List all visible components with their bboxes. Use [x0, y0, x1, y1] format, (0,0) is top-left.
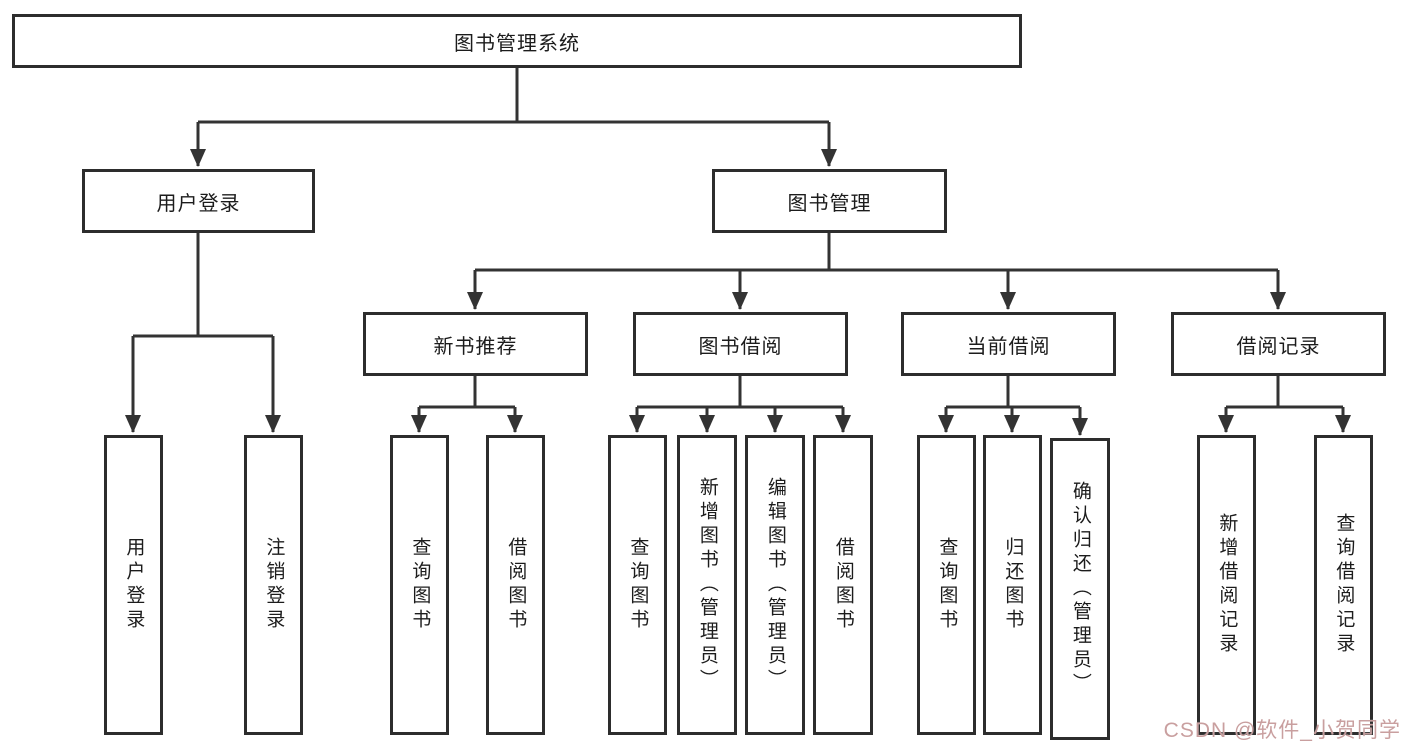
leaf-label: 查询图书: [409, 537, 431, 633]
node-label: 图书管理: [787, 192, 872, 215]
leaf-logout: 注销登录: [244, 435, 303, 735]
leaf-label: 借阅图书: [505, 537, 527, 633]
node-book-management: 图书管理: [712, 169, 947, 233]
node-label: 借阅记录: [1236, 335, 1321, 358]
node-borrow-records: 借阅记录: [1171, 312, 1386, 376]
leaf-borrow-books: 借阅图书: [486, 435, 545, 735]
leaf-user-login: 用户登录: [104, 435, 163, 735]
node-label: 当前借阅: [966, 335, 1051, 358]
leaf-confirm-return-admin: 确认归还（管理员）: [1050, 438, 1110, 740]
leaf-query-books: 查询图书: [390, 435, 449, 735]
leaf-add-books-admin: 新增图书（管理员）: [677, 435, 737, 735]
leaf-label: 注销登录: [263, 537, 285, 633]
leaf-label: 查询借阅记录: [1333, 513, 1355, 657]
leaf-borrow-books: 借阅图书: [813, 435, 873, 735]
leaf-label: 归还图书: [1002, 537, 1024, 633]
leaf-label: 编辑图书（管理员）: [764, 477, 786, 693]
node-label: 图书管理系统: [454, 32, 580, 55]
leaf-label: 借阅图书: [832, 537, 854, 633]
leaf-label: 用户登录: [123, 537, 145, 633]
leaf-label: 查询图书: [936, 537, 958, 633]
leaf-query-books: 查询图书: [608, 435, 667, 735]
node-current-borrow: 当前借阅: [901, 312, 1116, 376]
node-book-borrow: 图书借阅: [633, 312, 848, 376]
node-library-system: 图书管理系统: [12, 14, 1022, 68]
node-new-book-recommend: 新书推荐: [363, 312, 588, 376]
leaf-label: 确认归还（管理员）: [1069, 481, 1091, 697]
leaf-query-books: 查询图书: [917, 435, 976, 735]
node-label: 新书推荐: [433, 335, 518, 358]
leaf-query-borrow-record: 查询借阅记录: [1314, 435, 1373, 735]
leaf-add-borrow-record: 新增借阅记录: [1197, 435, 1256, 735]
node-label: 用户登录: [156, 192, 241, 215]
node-user-login: 用户登录: [82, 169, 315, 233]
csdn-watermark: CSDN @软件_小贺同学: [1163, 719, 1401, 742]
leaf-label: 新增借阅记录: [1216, 513, 1238, 657]
leaf-label: 查询图书: [627, 537, 649, 633]
leaf-return-books: 归还图书: [983, 435, 1042, 735]
leaf-label: 新增图书（管理员）: [696, 477, 718, 693]
leaf-edit-books-admin: 编辑图书（管理员）: [745, 435, 805, 735]
node-label: 图书借阅: [698, 335, 783, 358]
